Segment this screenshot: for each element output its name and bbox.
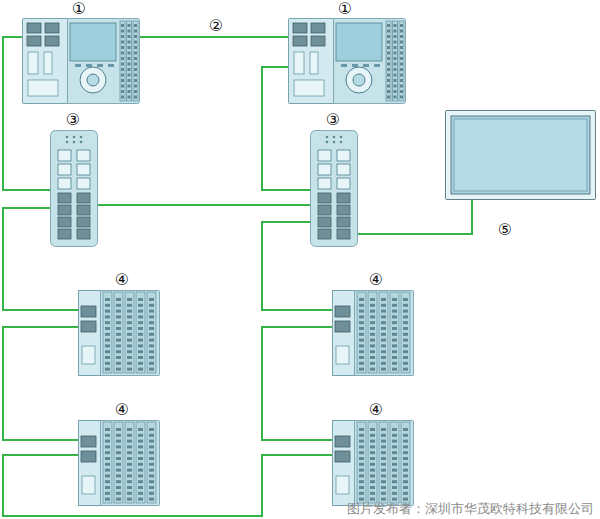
io-illustration — [78, 420, 160, 506]
ethernet-cable — [358, 200, 472, 234]
sw-illustration — [50, 130, 98, 247]
callout-number: ④ — [115, 272, 129, 288]
io-device: ④ — [78, 420, 160, 506]
plc-illustration — [288, 18, 406, 104]
callout-number: ④ — [369, 402, 383, 418]
ethernet-cable — [3, 208, 78, 310]
io-device: ④ — [78, 290, 160, 376]
io-device: ④ — [332, 420, 414, 506]
watermark: 图片发布者：深圳市华茂欧特科技有限公司 — [347, 502, 594, 516]
callout-number: ④ — [369, 272, 383, 288]
io-illustration — [332, 290, 414, 376]
sw-illustration — [310, 130, 358, 247]
io-device: ④ — [332, 290, 414, 376]
io-illustration — [78, 290, 160, 376]
plc-device: ① — [288, 18, 406, 104]
callout-number: ① — [72, 1, 86, 17]
ethernet-cable — [140, 36, 288, 38]
callout-number: ④ — [115, 402, 129, 418]
sw-device: ③ — [50, 130, 98, 247]
callout-number: ① — [338, 1, 352, 17]
plc-device: ① — [22, 18, 140, 104]
io-illustration — [332, 420, 414, 506]
plc-illustration — [22, 18, 140, 104]
callout-number: ⑤ — [498, 222, 512, 238]
ethernet-cable — [98, 204, 310, 206]
hmi-illustration — [445, 110, 596, 200]
ethernet-cable — [3, 327, 78, 440]
callout-number: ③ — [326, 112, 340, 128]
hmi-device: ⑤ — [445, 110, 596, 200]
callout-number: ② — [207, 18, 225, 34]
ethernet-cable — [3, 455, 332, 516]
sw-device: ③ — [310, 130, 358, 247]
ethernet-cable — [262, 222, 332, 310]
callout-number: ③ — [66, 112, 80, 128]
ethernet-cable — [262, 327, 332, 440]
